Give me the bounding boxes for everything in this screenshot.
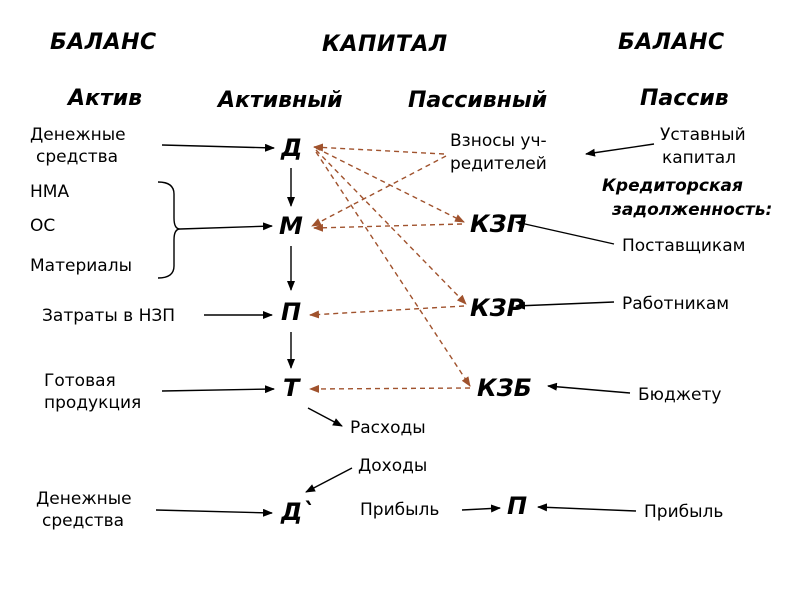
label-income: Доходы [358,456,428,476]
label-charter-line2: капитал [662,148,737,168]
node-p: П [281,298,302,326]
label-cash-1-line2: средства [36,147,119,167]
arrow-finished-to-t [161,385,275,394]
arrow-profitmid-to-p [461,504,501,513]
header-capital: КАПИТАЛ [322,32,448,57]
label-nma: НМА [30,182,70,202]
arrow-income-to-dprime [305,467,353,493]
node-kzb: КЗБ [477,374,532,402]
dash-kzp-to-m [313,223,463,232]
arrow-workers-to-kzr [515,301,615,310]
label-costs-nzp: Затраты в НЗП [42,306,176,326]
arrow-charter-to-contrib [585,143,655,157]
label-profit-right: Прибыль [644,502,724,522]
label-finished-line2: продукция [44,393,142,413]
label-workers: Работникам [622,294,730,314]
label-contributions-line1: Взносы уч- [450,131,547,151]
label-cash-2-line2: средства [42,511,125,531]
label-cash-2-line1: Денежные [36,489,132,509]
dash-d-to-kzp [315,147,465,223]
label-expenses: Расходы [350,418,426,438]
header-passiv: Пассив [640,86,729,111]
label-suppliers: Поставщикам [622,236,746,256]
arrow-budget-to-kzb [547,382,631,394]
node-d: Д [281,134,303,162]
node-d-prime: Д` [281,498,315,526]
label-charter-line1: Уставный [660,125,746,145]
arrow-t-to-expenses [307,407,343,427]
node-p-profit: П [507,492,528,520]
arrow-cash2-to-dprime [155,508,273,517]
dash-d-to-kzr [315,149,467,305]
label-profit-mid: Прибыль [360,500,440,520]
label-finished-goods: Готовая продукция [44,370,141,414]
label-charter-capital: Уставный капитал [660,124,746,170]
label-cash-1-line1: Денежные [30,125,126,145]
header-passivnyi: Пассивный [408,88,548,113]
label-cash-1: Денежные средства [30,124,126,168]
label-materials: Материалы [30,256,132,276]
header-aktivnyi: Активный [218,88,343,113]
label-cash-2: Денежные средства [36,488,132,532]
label-finished-line1: Готовая [44,371,116,391]
label-os: ОС [30,216,56,236]
header-balance-right: БАЛАНС [618,30,725,55]
dash-kzr-to-p [309,305,465,319]
header-balance-left: БАЛАНС [50,30,157,55]
bracket-assets [157,181,181,279]
header-aktiv: Актив [68,86,143,111]
dash-kzb-to-t [309,384,471,393]
dash-d-to-kzb [315,151,471,387]
label-contributions: Взносы уч- редителей [450,130,547,176]
arrow-bracket-to-m [179,222,273,231]
label-payables: Кредиторская задолженность: [602,174,772,222]
node-t: Т [283,374,300,402]
node-m: М [279,212,303,240]
arrow-profitright-to-p [537,503,637,512]
arrow-cash-to-d [161,143,275,152]
label-payables-line1: Кредиторская [602,176,743,196]
label-contributions-line2: редителей [450,154,547,174]
dash-contrib-to-d [313,143,445,155]
dash-contrib-to-m [311,155,447,227]
label-budget: Бюджету [638,385,722,405]
arrow-suppliers-to-kzp [515,220,615,245]
label-payables-line2: задолженность: [612,200,773,220]
